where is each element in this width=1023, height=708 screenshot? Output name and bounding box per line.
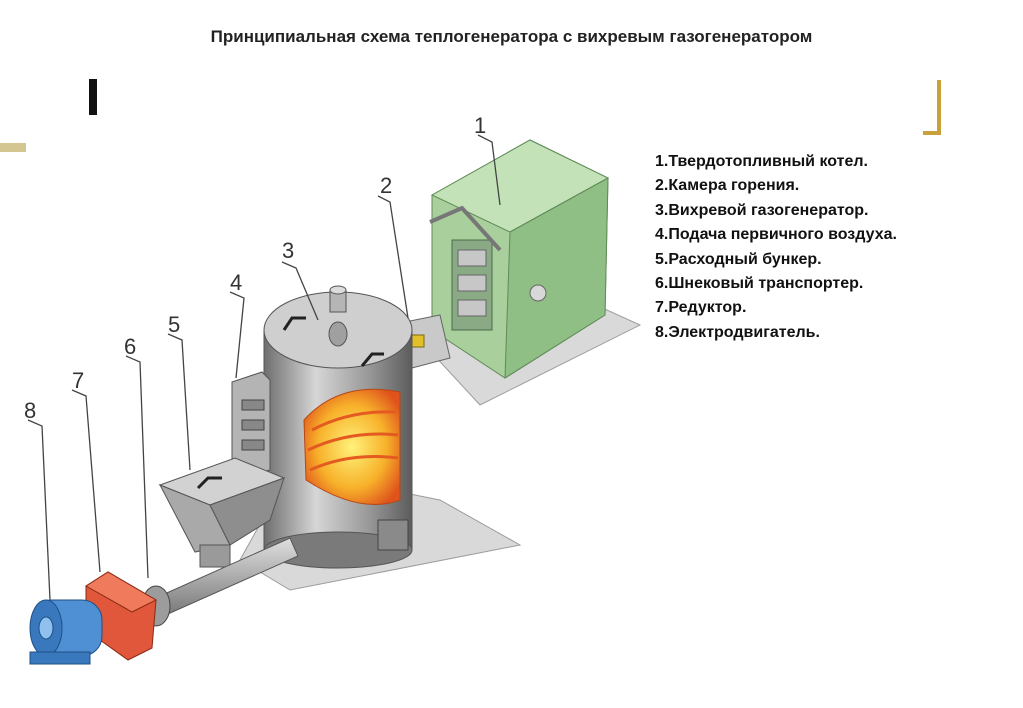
callout-8: 8 bbox=[24, 398, 36, 423]
primary-air-supply bbox=[231, 371, 271, 479]
callout-7: 7 bbox=[72, 368, 84, 393]
electric-motor bbox=[29, 599, 103, 665]
accent-corner-bracket bbox=[923, 80, 941, 135]
solid-fuel-boiler bbox=[429, 139, 610, 379]
combustion-chamber bbox=[404, 314, 451, 369]
accent-left-strip bbox=[0, 143, 26, 152]
callout-4: 4 bbox=[230, 270, 242, 295]
legend-item-screw-conveyor: 6.Шнековый транспортер. bbox=[655, 275, 864, 293]
legend-item-gearbox: 7.Редуктор. bbox=[655, 299, 747, 317]
callout-1: 1 bbox=[474, 113, 486, 138]
gearbox-reducer bbox=[85, 571, 158, 661]
legend-item-feed-hopper: 5.Расходный бункер. bbox=[655, 250, 822, 268]
leader-lines bbox=[27, 134, 501, 601]
black-bar-marker bbox=[89, 79, 97, 115]
callout-5: 5 bbox=[168, 312, 180, 337]
callout-2: 2 bbox=[380, 173, 392, 198]
legend-item-motor: 8.Электродвигатель. bbox=[655, 323, 820, 341]
vortex-gasifier bbox=[263, 285, 413, 569]
legend-item-combustion-chamber: 2.Камера горения. bbox=[655, 177, 800, 195]
callout-3: 3 bbox=[282, 238, 294, 263]
legend-item-primary-air: 4.Подача первичного воздуха. bbox=[655, 226, 897, 244]
feed-hopper bbox=[158, 457, 286, 568]
callout-6: 6 bbox=[124, 334, 136, 359]
legend-item-vortex-gasifier: 3.Вихревой газогенератор. bbox=[655, 201, 869, 219]
component-legend: 1.Твердотопливный котел. 2.Камера горени… bbox=[655, 150, 897, 345]
legend-item-boiler: 1.Твердотопливный котел. bbox=[655, 153, 868, 170]
page-title: Принципиальная схема теплогенератора с в… bbox=[210, 27, 813, 46]
